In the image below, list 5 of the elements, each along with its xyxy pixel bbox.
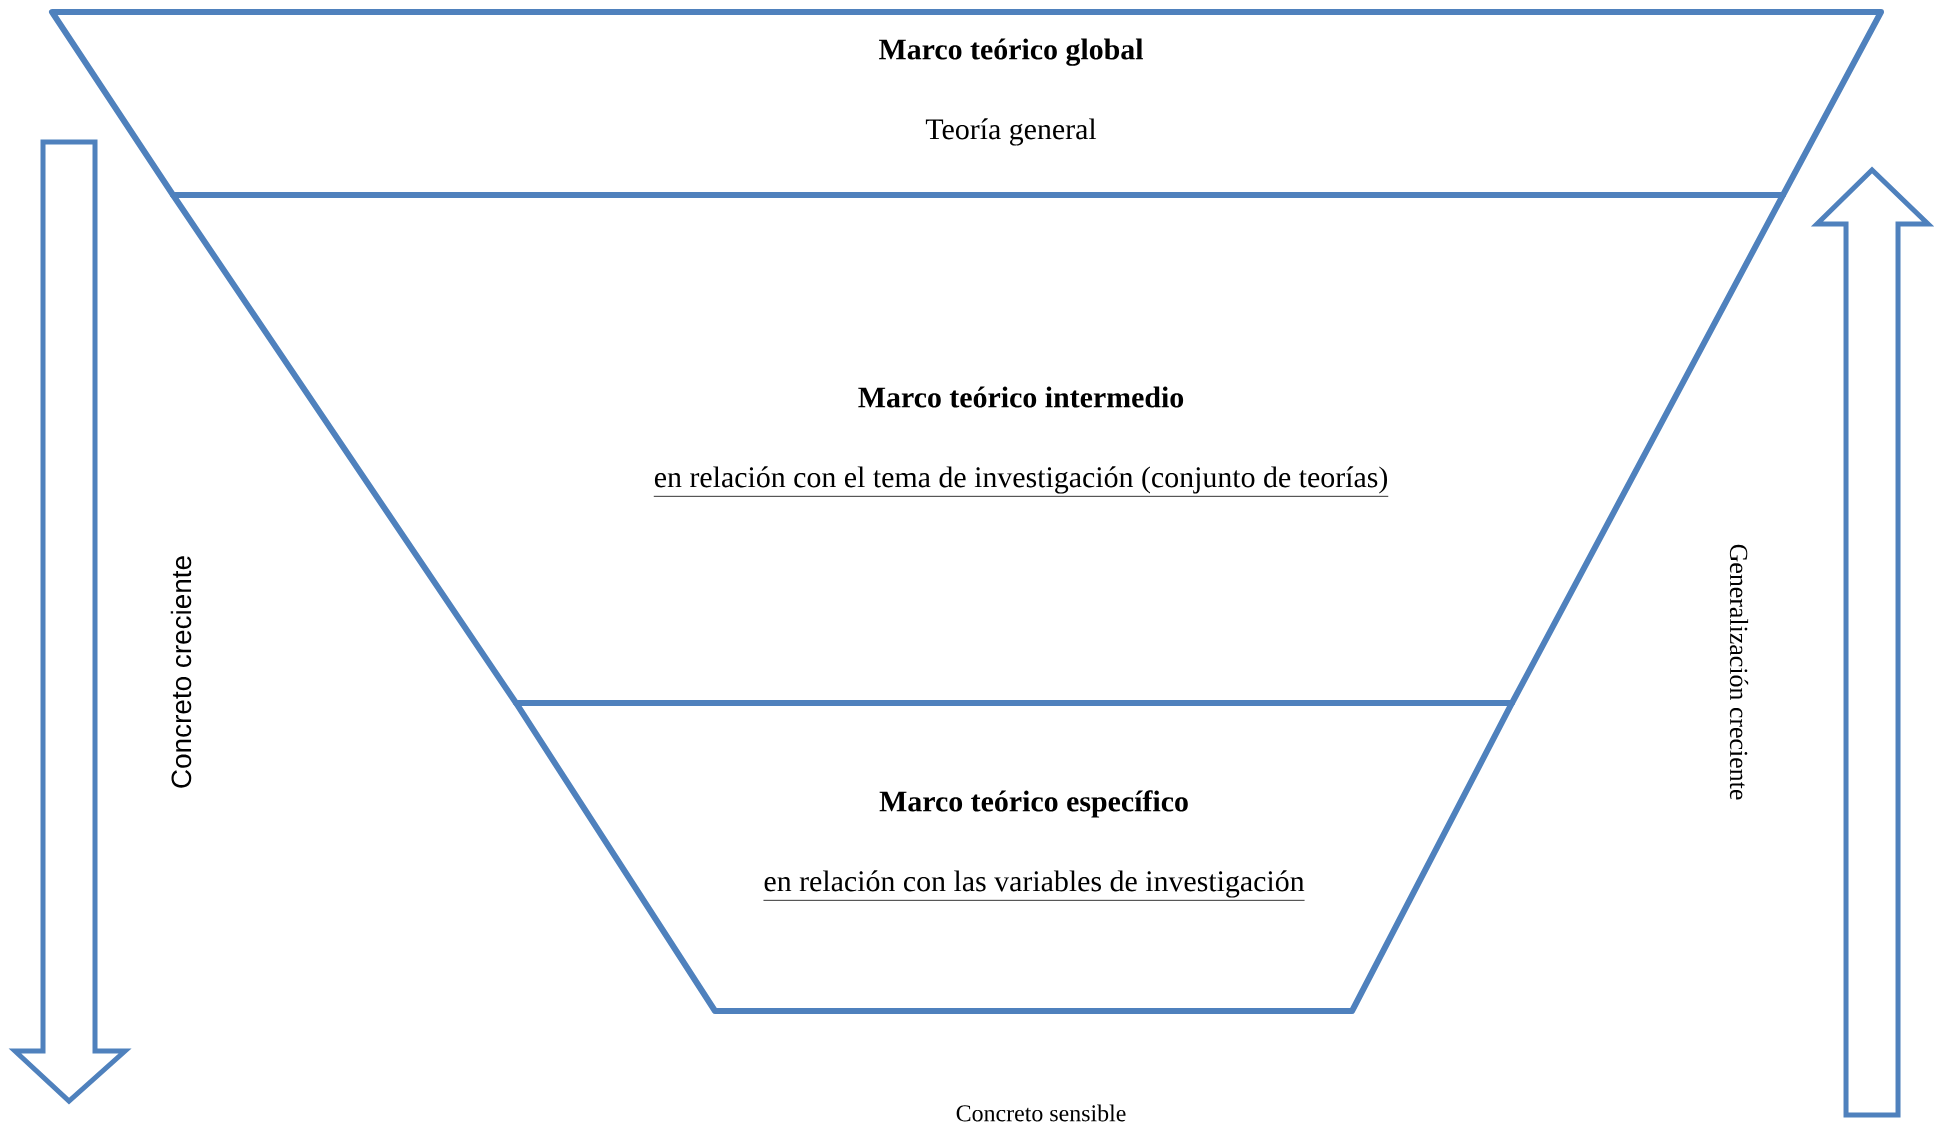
- axis-label: Generalización creciente: [1729, 544, 1749, 800]
- axis-label: Concreto sensible: [956, 1104, 1126, 1122]
- band: Marco teórico global Teoría general: [49, 9, 1885, 198]
- axis-label: Concreto creciente: [170, 556, 192, 788]
- band: Marco teórico específico en relación con las variables de investigación: [513, 700, 1515, 1014]
